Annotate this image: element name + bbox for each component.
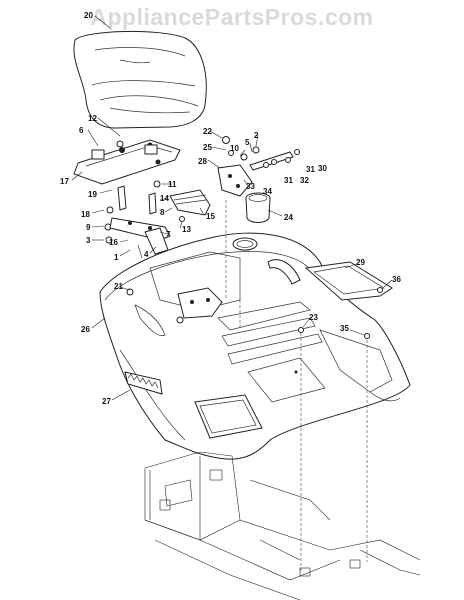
seat-bracket-28[interactable] — [217, 164, 253, 197]
callout-13: 13 — [182, 225, 191, 234]
callout-3: 3 — [86, 236, 91, 245]
callout-34: 34 — [263, 187, 272, 196]
adjust-lever[interactable] — [169, 189, 211, 222]
callout-14: 14 — [160, 194, 169, 203]
callout-15: 15 — [206, 212, 215, 221]
callout-18: 18 — [81, 210, 90, 219]
callout-labels: 20 12 6 17 19 18 9 3 16 1 4 7 11 14 8 13… — [60, 11, 401, 406]
cup-holder[interactable] — [245, 192, 271, 223]
callout-31b: 31 — [284, 176, 293, 185]
callout-10: 10 — [230, 144, 239, 153]
callout-27: 27 — [102, 397, 111, 406]
callout-24: 24 — [284, 213, 293, 222]
leader-lines — [71, 15, 393, 572]
serrated-strip[interactable] — [124, 371, 163, 395]
callout-5: 5 — [245, 138, 250, 147]
callout-17: 17 — [60, 177, 69, 186]
callout-30: 30 — [318, 164, 327, 173]
fender-screws[interactable] — [298, 327, 370, 339]
callout-32: 32 — [300, 176, 309, 185]
callout-20: 20 — [84, 11, 93, 20]
callout-2: 2 — [254, 131, 259, 140]
callout-33: 33 — [246, 182, 255, 191]
callout-25: 25 — [203, 143, 212, 152]
callout-26: 26 — [81, 325, 90, 334]
callout-31: 31 — [306, 165, 315, 174]
side-panel-29[interactable] — [304, 261, 393, 301]
callout-35: 35 — [340, 324, 349, 333]
slide-rail[interactable] — [109, 217, 171, 259]
linkage-hardware[interactable] — [222, 136, 300, 171]
callout-8: 8 — [160, 208, 165, 217]
callout-1: 1 — [114, 253, 119, 262]
callout-11: 11 — [168, 180, 177, 189]
seat-pan-bracket[interactable] — [73, 139, 181, 185]
callout-28: 28 — [198, 157, 207, 166]
tractor-frame — [144, 451, 421, 600]
callout-9: 9 — [86, 223, 91, 232]
seat-part[interactable] — [73, 30, 207, 129]
callout-19: 19 — [88, 190, 97, 199]
callout-12: 12 — [88, 114, 97, 123]
callout-29: 29 — [356, 258, 365, 267]
seat-hinge-bracket[interactable] — [126, 287, 223, 324]
callout-23: 23 — [309, 313, 318, 322]
callout-7: 7 — [166, 230, 171, 239]
callout-4: 4 — [144, 250, 149, 259]
callout-36: 36 — [392, 275, 401, 284]
callout-21: 21 — [114, 282, 123, 291]
callout-22: 22 — [203, 127, 212, 136]
callout-16: 16 — [109, 238, 118, 247]
fender-body[interactable] — [99, 232, 411, 460]
callout-6: 6 — [79, 126, 84, 135]
